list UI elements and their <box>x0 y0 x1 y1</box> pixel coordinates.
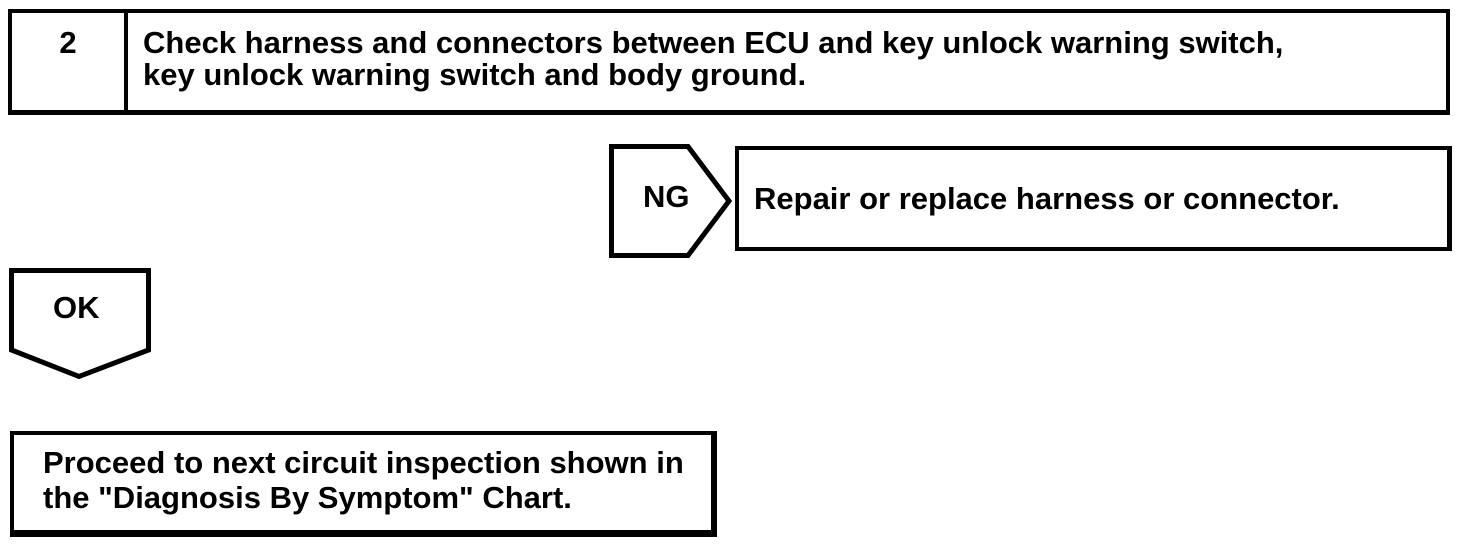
step-instruction: Check harness and connectors between ECU… <box>128 13 1295 110</box>
step-number: 2 <box>12 13 128 110</box>
step-header-box: 2 Check harness and connectors between E… <box>8 9 1450 115</box>
ok-action-line-1: Proceed to next circuit inspection shown… <box>43 445 684 480</box>
ok-pentagon-icon <box>9 268 151 380</box>
ok-label: OK <box>53 290 100 325</box>
ng-action-box: Repair or replace harness or connector. <box>735 146 1452 251</box>
ok-action-box: Proceed to next circuit inspection shown… <box>10 431 717 537</box>
ng-action-text: Repair or replace harness or connector. <box>754 180 1340 216</box>
step-instruction-line-1: Check harness and connectors between ECU… <box>143 25 1284 60</box>
ng-pentagon-icon <box>609 144 733 258</box>
ng-label: NG <box>643 179 690 214</box>
ng-connector: NG <box>609 144 733 258</box>
step-instruction-line-2: key unlock warning switch and body groun… <box>143 57 807 92</box>
ok-action-line-2: the "Diagnosis By Symptom" Chart. <box>43 480 572 515</box>
ok-connector: OK <box>9 268 151 380</box>
